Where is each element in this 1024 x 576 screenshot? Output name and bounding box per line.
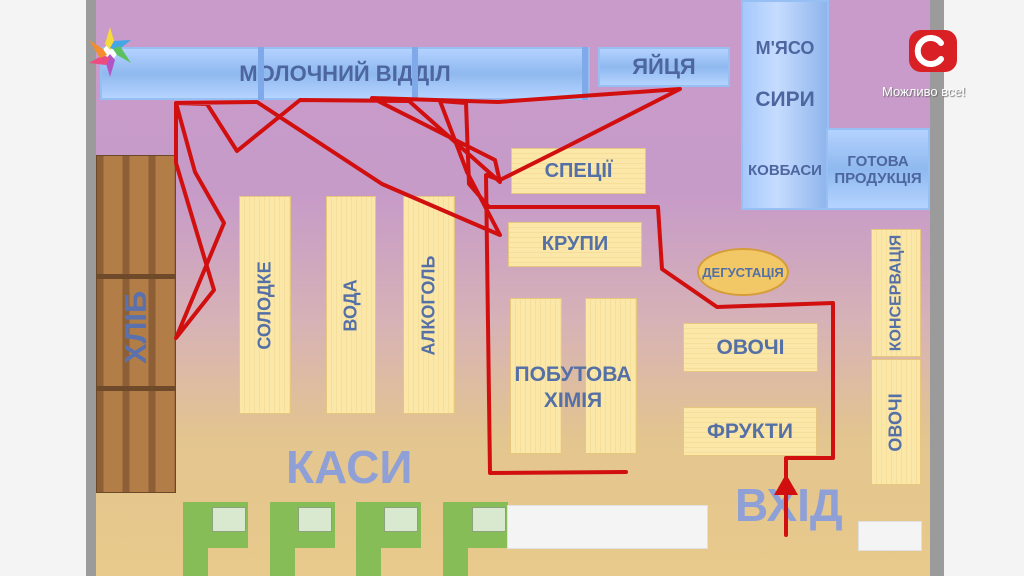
right-white-margin: [944, 0, 1024, 576]
spices-label: СПЕЦІЇ: [544, 159, 613, 182]
checkout-conveyor: [507, 505, 708, 549]
checkout-counter-1: [183, 502, 208, 576]
channel-slogan: Можливо все!: [882, 84, 966, 99]
ready-food-label-line1: ГОТОВА: [847, 153, 909, 170]
flower-logo-icon: [89, 27, 131, 77]
sweets-shelf: СОЛОДКЕ: [239, 196, 291, 414]
water-shelf: ВОДА: [326, 196, 376, 414]
checkout-screen-2: [298, 507, 332, 532]
bread-shelf-line: [97, 274, 175, 279]
dairy-divider: [412, 47, 418, 100]
household-label-line2: ХІМІЯ: [543, 389, 603, 412]
checkout-screen-1: [212, 507, 246, 532]
dairy-divider: [258, 47, 264, 100]
ready-food-shelf: ГОТОВА ПРОДУКЦІЯ: [826, 128, 930, 210]
ready-food-label-line2: ПРОДУКЦІЯ: [834, 170, 922, 187]
dairy-divider: [582, 47, 588, 100]
checkout-counter-4: [443, 502, 468, 576]
fruits-label: ФРУКТИ: [707, 419, 793, 443]
sausages-label: КОВБАСИ: [748, 162, 822, 179]
household-shelf-right: [585, 298, 637, 454]
eggs-label: ЯЙЦЯ: [632, 54, 696, 79]
tasting-spot: ДЕГУСТАЦІЯ: [697, 248, 789, 296]
cheese-label: СИРИ: [755, 88, 815, 111]
vegetables-label-center: ОВОЧІ: [716, 335, 785, 359]
bread-shelf: ХЛІБ: [96, 155, 176, 493]
groats-shelf: КРУПИ: [508, 222, 642, 267]
left-white-margin: [0, 0, 86, 576]
arrow-up-icon: [774, 474, 798, 495]
channel-logo-icon: [909, 30, 957, 72]
household-shelf-left: [510, 298, 562, 454]
meat-label: М'ЯСО: [755, 38, 815, 58]
dairy-shelf: МОЛОЧНИЙ ВІДДІЛ: [100, 47, 590, 100]
tasting-label: ДЕГУСТАЦІЯ: [702, 264, 784, 280]
household-label-line1: ПОБУТОВА: [514, 363, 632, 386]
preserves-shelf: КОНСЕРВАЦІЯ: [871, 229, 921, 357]
checkout-screen-3: [384, 507, 418, 532]
alcohol-shelf: АЛКОГОЛЬ: [403, 196, 455, 414]
checkout-counter-2: [270, 502, 295, 576]
fruits-shelf: ФРУКТИ: [683, 407, 817, 456]
eggs-shelf: ЯЙЦЯ: [598, 47, 730, 87]
groats-label: КРУПИ: [541, 233, 609, 255]
meat-cheese-shelf: М'ЯСО СИРИ КОВБАСИ: [741, 0, 829, 210]
checkout-label: КАСИ: [286, 441, 413, 493]
route-line: [174, 87, 835, 537]
bread-shelf-line: [97, 386, 175, 391]
vegetables-shelf-right: ОВОЧІ: [871, 359, 921, 485]
vegetables-shelf-center: ОВОЧІ: [683, 323, 818, 372]
entrance-panel: [858, 521, 922, 551]
household-label: ПОБУТОВА ХІМІЯ: [504, 362, 642, 414]
checkout-screen-4: [472, 507, 506, 532]
spices-shelf: СПЕЦІЇ: [511, 148, 646, 194]
checkout-counter-3: [356, 502, 381, 576]
